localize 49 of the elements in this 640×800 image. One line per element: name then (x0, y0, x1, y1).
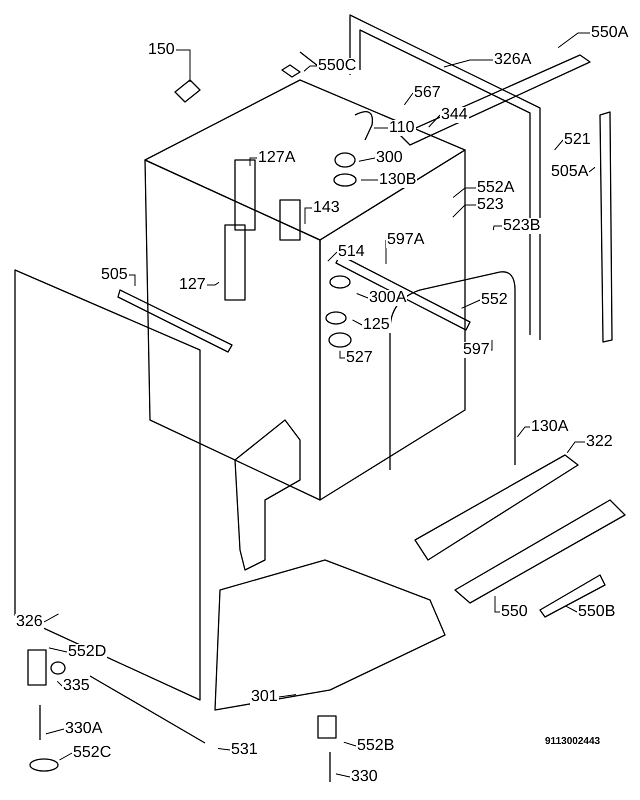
leader-line (278, 694, 296, 698)
leader-line (44, 613, 59, 622)
leader-line (327, 252, 338, 262)
leader-line (565, 605, 578, 612)
callout-number: 301 (250, 689, 279, 705)
leader-line (45, 728, 64, 734)
callout-number: 550C (317, 58, 358, 74)
leader-line (490, 340, 492, 350)
leader-line (566, 442, 586, 454)
leader-line (358, 158, 376, 162)
callout-number: 110 (388, 120, 416, 136)
leader-line (352, 319, 362, 326)
leader-line (48, 647, 68, 652)
leader-line (218, 748, 230, 750)
leader-line (588, 166, 596, 172)
leader-line (461, 300, 480, 309)
leader-line (340, 350, 346, 358)
leader-line (343, 742, 356, 746)
callout-number: 597A (386, 232, 426, 248)
leader-line (404, 92, 414, 106)
leader-line (335, 773, 350, 778)
leader-line (558, 32, 590, 48)
leader-line (443, 60, 494, 68)
leader-line (56, 680, 62, 686)
leader-line (356, 293, 368, 298)
leader-line (428, 114, 440, 128)
callout-number: 597 (462, 342, 491, 358)
drawing-number: 9113002443 (545, 736, 600, 747)
leader-line (250, 158, 258, 166)
leader-line (59, 752, 72, 760)
leader-line (128, 274, 136, 286)
callout-number: 326 (15, 614, 44, 630)
leader-line (494, 596, 500, 612)
callout-number: 552D (67, 644, 108, 660)
leader-line (176, 50, 190, 82)
leader-line (206, 282, 220, 286)
callout-number: 523B (502, 218, 542, 234)
callout-number: 130B (378, 172, 418, 188)
leader-line (554, 140, 564, 150)
leader-line (452, 188, 476, 198)
callout-number: 125 (362, 317, 391, 333)
leader-line (304, 208, 312, 224)
callout-number: 344 (440, 107, 469, 123)
callout-number: 300A (368, 290, 408, 306)
leader-line (516, 426, 530, 438)
leader-line (492, 226, 502, 230)
callout-number: 514 (337, 244, 366, 260)
leader-line (304, 66, 318, 72)
leader-line (452, 204, 476, 218)
